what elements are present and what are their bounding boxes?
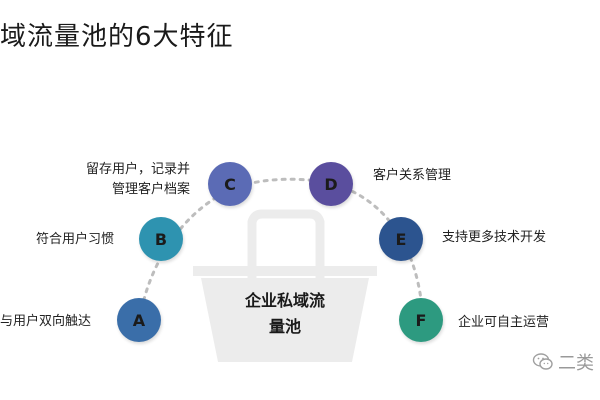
feature-node-a: A <box>117 298 161 342</box>
feature-letter-e: E <box>395 229 407 249</box>
basket-handle <box>247 209 325 278</box>
feature-label-e: 支持更多技术开发 <box>442 228 546 248</box>
feature-node-d: D <box>309 162 353 206</box>
center-label-line2: 量池 <box>268 317 301 336</box>
feature-letter-d: D <box>324 174 338 194</box>
watermark-text: 二类 <box>558 353 594 374</box>
feature-letter-f: F <box>415 310 427 330</box>
page-title: 域流量池的6大特征 <box>0 22 234 52</box>
feature-node-c: C <box>208 162 252 206</box>
feature-node-f: F <box>399 298 443 342</box>
feature-letter-c: C <box>224 174 236 194</box>
feature-letter-b: B <box>154 229 168 249</box>
feature-node-e: E <box>379 217 423 261</box>
basket-rim <box>193 266 377 276</box>
feature-label-c-line1: 留存用户，记录并 <box>86 162 191 177</box>
wechat-icon <box>532 353 553 370</box>
watermark: 二类 <box>532 349 594 375</box>
feature-node-b: B <box>139 217 183 261</box>
feature-label-d-line1: 客户关系管理 <box>373 168 452 183</box>
feature-letter-a: A <box>132 310 146 330</box>
feature-label-c: 留存用户，记录并 管理客户档案 <box>86 160 190 200</box>
basket-body <box>201 278 369 362</box>
feature-label-f-line1: 企业可自主运营 <box>458 315 550 330</box>
feature-label-d: 客户关系管理 <box>373 166 451 186</box>
feature-label-b: 符合用户习惯 <box>36 230 114 250</box>
feature-label-a-line1: 与用户双向触达 <box>0 314 92 329</box>
center-label: 企业私域流 量池 <box>215 288 355 340</box>
center-label-line1: 企业私域流 <box>244 291 325 310</box>
feature-label-f: 企业可自主运营 <box>458 313 549 333</box>
feature-label-b-line1: 符合用户习惯 <box>36 232 115 247</box>
feature-label-e-line1: 支持更多技术开发 <box>442 230 547 245</box>
feature-label-a: 与用户双向触达 <box>0 312 91 332</box>
feature-label-c-line2: 管理客户档案 <box>112 182 191 197</box>
